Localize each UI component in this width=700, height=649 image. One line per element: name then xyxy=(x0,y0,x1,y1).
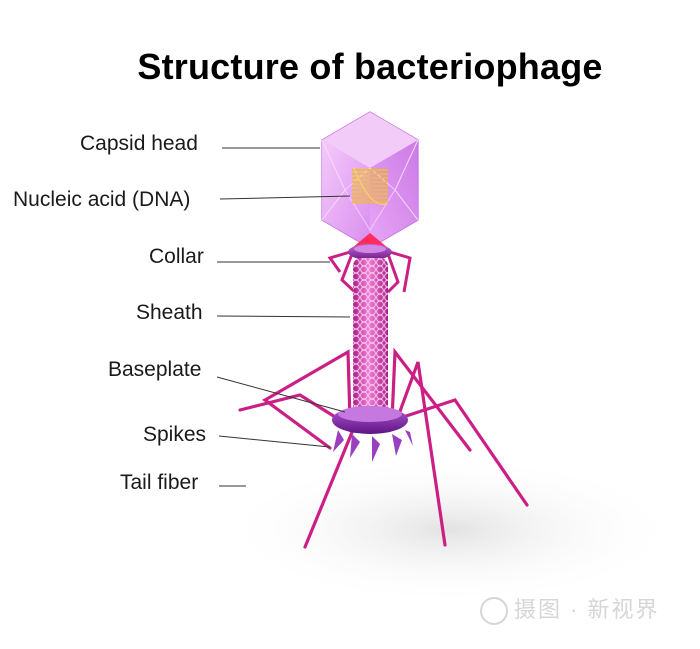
capsid-head xyxy=(321,111,419,249)
watermark-text: 摄图 · 新视界 xyxy=(514,597,660,622)
sheath xyxy=(353,258,388,414)
label-nucleic-acid: Nucleic acid (DNA) xyxy=(13,188,191,211)
watermark: 摄图 · 新视界 xyxy=(480,592,660,626)
leader-lines xyxy=(216,147,351,487)
page-title: Structure of bacteriophage xyxy=(137,46,603,87)
baseplate xyxy=(332,406,413,462)
label-tail-fiber: Tail fiber xyxy=(120,471,199,494)
label-spikes: Spikes xyxy=(143,423,207,446)
label-sheath: Sheath xyxy=(136,301,203,324)
label-collar: Collar xyxy=(149,245,204,268)
dna-coil xyxy=(352,167,388,205)
watermark-logo-icon xyxy=(480,597,508,626)
label-baseplate: Baseplate xyxy=(108,358,202,381)
collar xyxy=(327,244,412,294)
label-capsid-head: Capsid head xyxy=(80,132,198,155)
ground-shadow xyxy=(220,455,680,605)
tail-fibers xyxy=(238,347,529,549)
